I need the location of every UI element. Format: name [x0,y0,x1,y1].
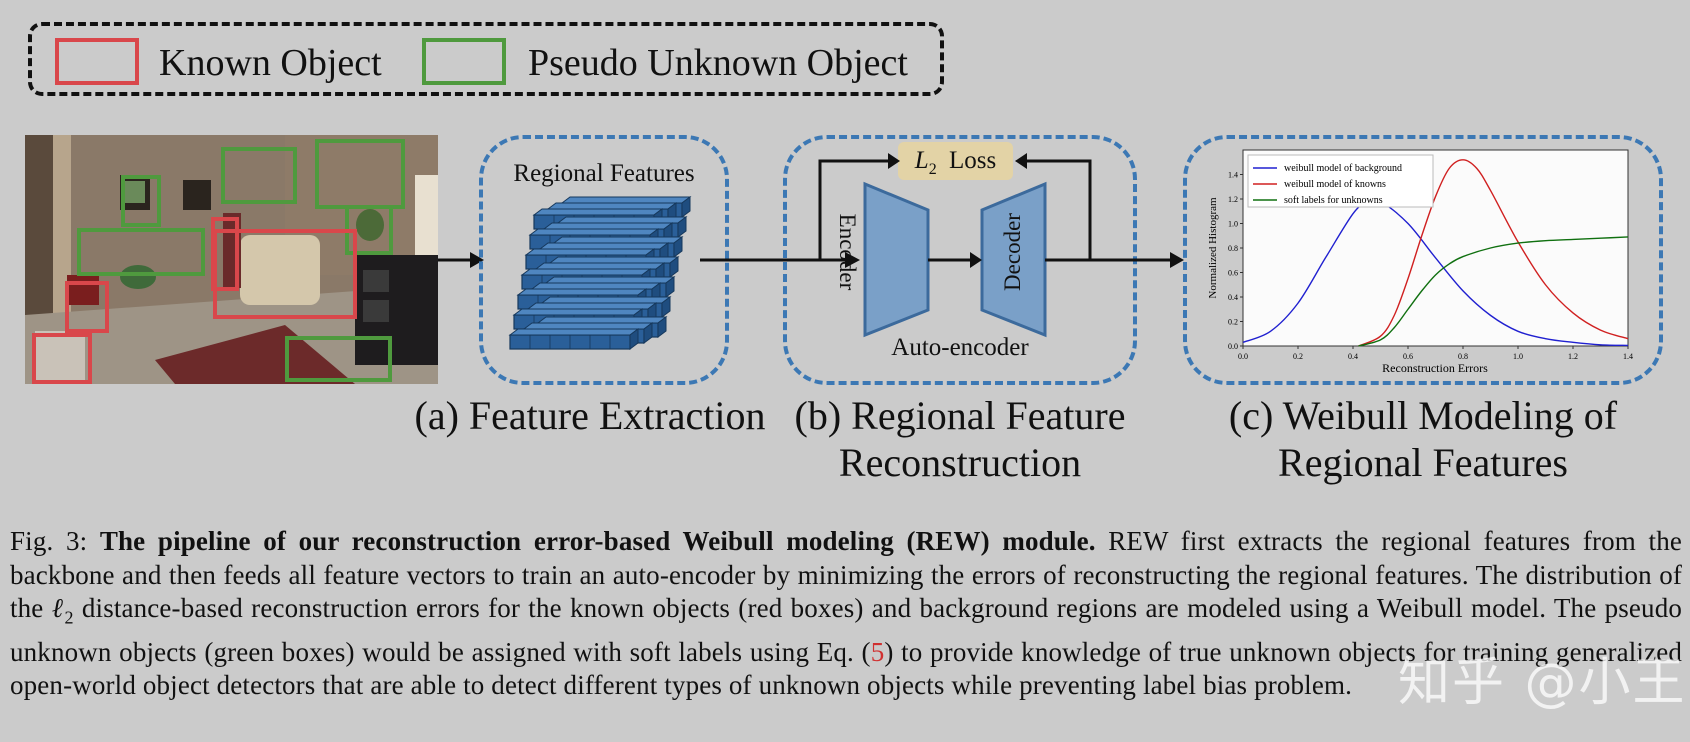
x-tick-label: 1.4 [1623,352,1633,361]
y-tick-label: 1.0 [1228,220,1238,229]
y-tick-label: 1.2 [1228,195,1238,204]
autoencoder-label: Auto-encoder [891,334,1029,361]
feature-block-top [516,288,648,296]
feature-block-side [657,316,667,338]
feature-block-top [522,322,654,330]
feature-block-top [560,196,692,204]
loss-symbol: L [914,147,929,174]
chart-legend-box [1247,154,1434,208]
feature-block-top [530,282,662,290]
caption-text2: distance-based reconstruction errors for… [10,593,1682,667]
feature-block-top [512,308,644,316]
feature-block-top [546,202,678,210]
legend-entry: weibull model of background [1284,163,1402,174]
regional-features-title: Regional Features [513,160,695,187]
y-tick-label: 0.4 [1228,293,1238,302]
legend-entry: soft labels for unknowns [1284,195,1383,206]
x-tick-label: 0.6 [1403,352,1413,361]
weibull-modeling-box [1183,135,1663,385]
feature-block-side [661,296,671,318]
feature-block-side [665,276,675,298]
y-tick-label: 0.6 [1228,269,1238,278]
feature-block-side [681,196,691,218]
scene-photo [25,135,438,384]
known-object-swatch [55,38,139,85]
feature-block-side [673,236,683,258]
y-tick-label: 0.2 [1228,318,1238,327]
feature-block-side [629,328,639,350]
feature-block-top [532,208,664,216]
chart-y-label: Normalized Histogram [1207,197,1219,299]
feature-block-top [544,276,676,284]
caption-text3: ) to provide knowledge of true unknown o… [10,636,1682,701]
y-tick-label: 0.0 [1228,342,1238,351]
panel-b-caption-line2: Reconstruction [838,440,1082,485]
caption-ell-sub: 2 [64,607,74,628]
figure-caption: Fig. 3: The pipeline of our reconstructi… [10,525,1682,703]
arrow-photo-to-a [438,252,484,268]
feature-block-top [508,328,640,336]
feature-block-top [552,236,684,244]
series-line [1242,199,1629,347]
panel-c-caption-line1: (c) Weibull Modeling of [1228,393,1618,438]
feature-block-side [643,322,653,344]
series-line [1358,159,1629,347]
equation-reference-link[interactable]: 5 [870,636,885,667]
caption-ell: ℓ [51,593,65,624]
feature-block-top [536,316,668,324]
feature-block-top [538,242,670,250]
autoencoder-diagram [818,153,1110,338]
feature-block-top [528,228,660,236]
feature-block-top [520,268,652,276]
decoder-label: Decoder [1000,213,1025,291]
panel-c-caption-line2: Regional Features [1278,440,1568,485]
encoder-label: Encoder [835,213,860,291]
legend-entry: weibull model of knowns [1284,179,1386,190]
l2-loss-box: L2 Loss [898,142,1013,180]
unknown-object-swatch [422,38,506,85]
chart-x-label: Reconstruction Errors [1382,361,1488,375]
caption-prefix: Fig. 3: [10,526,100,556]
x-tick-label: 0.4 [1348,352,1358,361]
unknown-object-label: Pseudo Unknown Object [528,42,908,84]
loss-word: Loss [948,147,997,174]
scene-illustration [25,135,438,384]
caption-text1: REW first extracts the regional features… [10,526,1682,624]
panel-a-caption: (a) Feature Extraction [414,393,766,438]
feature-block-side [669,256,679,278]
zhihu-watermark: 知乎 @小王 [1398,653,1687,713]
loss-subscript: 2 [928,161,937,178]
panel-b-caption-line1: (b) Regional Feature [794,393,1126,438]
caption-bold: The pipeline of our reconstruction error… [99,526,1096,556]
feature-block-top [526,302,658,310]
arrow-b-to-c [1110,252,1184,268]
known-object-label: Known Object [159,42,382,84]
x-tick-label: 0.2 [1293,352,1303,361]
series-line [1358,236,1629,347]
feature-stack-icon [508,196,692,350]
x-tick-label: 0.0 [1238,352,1248,361]
feature-block-top [524,248,656,256]
feature-block-top [556,216,688,224]
feature-block-top [534,262,666,270]
x-tick-label: 1.2 [1568,352,1578,361]
y-tick-label: 1.4 [1228,171,1238,180]
feature-block-side [677,216,687,238]
legend-box [28,22,944,96]
y-tick-label: 0.8 [1228,244,1238,253]
x-tick-label: 0.8 [1458,352,1468,361]
feature-block-top [548,256,680,264]
feature-block-top [542,222,674,230]
x-tick-label: 1.0 [1513,352,1523,361]
feature-block-top [540,296,672,304]
weibull-chart: 0.0 0.2 0.4 0.6 0.8 1.0 1.2 1.4 0.0 0.2 0.4 0.6 0.8 1… [1207,149,1633,375]
